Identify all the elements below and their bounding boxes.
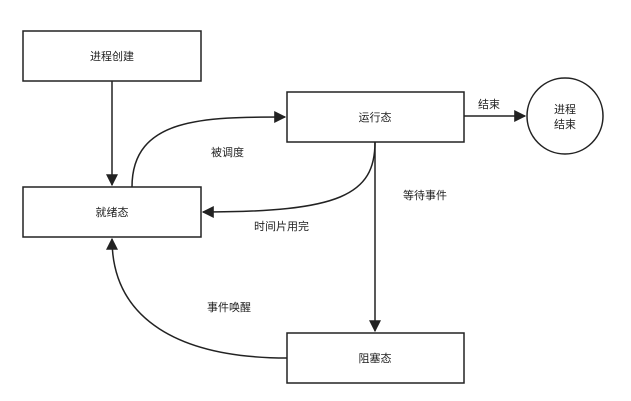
edge-ready-to-running (131, 111, 287, 188)
node-ready: 就绪态 (22, 186, 202, 238)
edge-running-to-end-label: 结束 (478, 98, 500, 111)
node-blocked-label: 阻塞态 (359, 351, 392, 365)
node-process-create-label: 进程创建 (90, 49, 134, 63)
node-running: 运行态 (286, 91, 465, 143)
edge-blocked-to-ready (106, 237, 288, 359)
node-process-end-line1: 进程 (554, 103, 576, 116)
node-ready-label: 就绪态 (96, 205, 129, 219)
node-process-end-line2: 结束 (554, 118, 576, 131)
node-running-label: 运行态 (359, 111, 392, 124)
edge-running-to-ready (201, 141, 376, 218)
node-blocked: 阻塞态 (286, 332, 465, 384)
edge-running-to-blocked-label: 等待事件 (403, 188, 447, 202)
edge-ready-to-running-label: 被调度 (211, 145, 244, 159)
node-process-end: 进程 结束 (526, 77, 604, 155)
edge-running-to-ready-label: 时间片用完 (254, 219, 309, 233)
edge-blocked-to-ready-label: 事件唤醒 (207, 300, 251, 314)
node-process-create: 进程创建 (22, 30, 202, 82)
